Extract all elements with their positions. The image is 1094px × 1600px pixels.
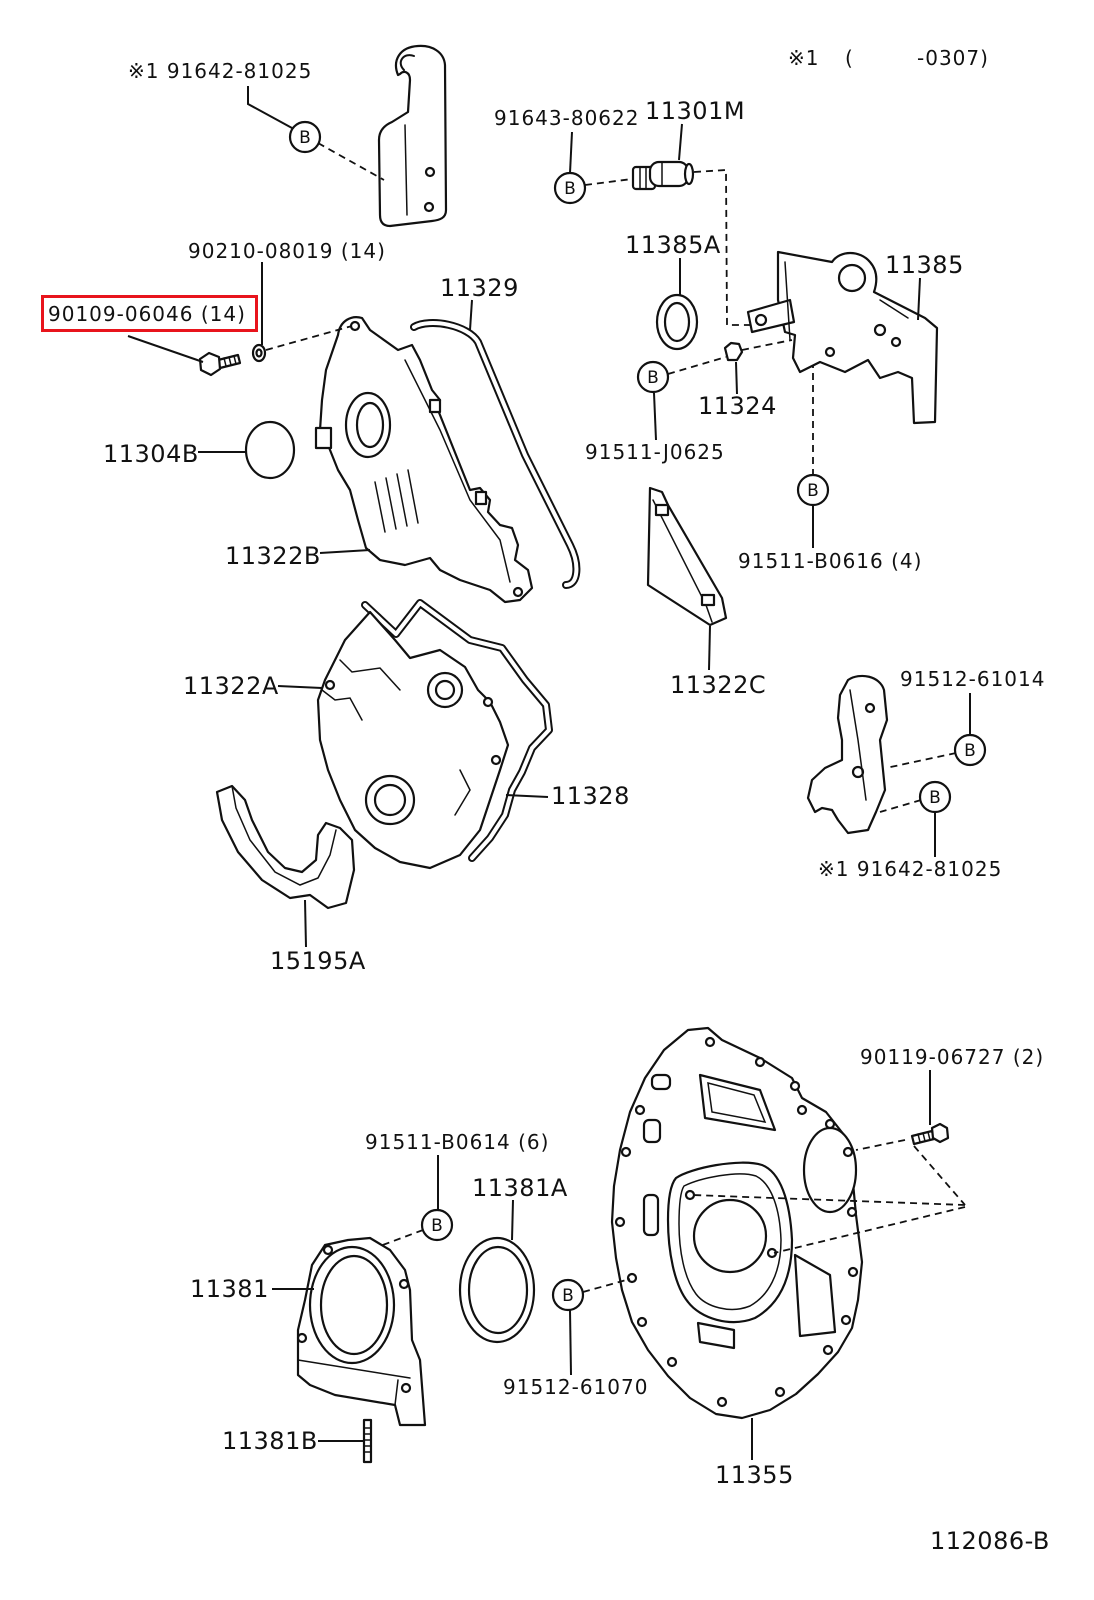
part-label-15195A[interactable]: 15195A <box>270 947 366 975</box>
part-drawing-11322A <box>316 610 510 870</box>
part-label-90119-06727[interactable]: 90119-06727 (2) <box>860 1045 1045 1069</box>
note-range-end: -0307) <box>917 46 989 70</box>
part-label-11322A[interactable]: 11322A <box>183 672 279 700</box>
part-label-91643-80622[interactable]: 91643-80622 <box>494 106 640 130</box>
svg-text:B: B <box>964 741 976 761</box>
part-label-91642-81025-lower[interactable]: ※1 91642-81025 <box>818 857 1003 881</box>
part-drawing-11301M <box>631 160 695 191</box>
part-drawing-11385A <box>655 293 699 351</box>
svg-text:B: B <box>431 1216 443 1236</box>
part-label-90109-06046[interactable]: 90109-06046 (14) <box>48 302 246 326</box>
svg-text:B: B <box>807 481 819 501</box>
part-label-11329[interactable]: 11329 <box>440 274 519 302</box>
part-drawing-top-bracket <box>377 44 448 228</box>
diagram-reference-code: 112086-B <box>930 1527 1050 1555</box>
svg-text:B: B <box>929 788 941 808</box>
part-label-91511-B0614[interactable]: 91511-B0614 (6) <box>365 1130 550 1154</box>
assembly-dashed-lines <box>265 142 966 1293</box>
highlight-box <box>41 295 258 332</box>
part-drawing-11322B <box>314 316 534 604</box>
part-label-91511-J0625[interactable]: 91511-J0625 <box>585 440 725 464</box>
part-label-91512-61014[interactable]: 91512-61014 <box>900 667 1046 691</box>
part-label-11322B[interactable]: 11322B <box>225 542 321 570</box>
fastener-marker-b: B <box>553 171 587 205</box>
note-open-paren: ( <box>845 46 854 70</box>
note-mark: ※1 <box>788 46 820 70</box>
part-drawing-11355 <box>610 1026 864 1420</box>
part-label-91511-B0616[interactable]: 91511-B0616 (4) <box>738 549 923 573</box>
part-label-11322C[interactable]: 11322C <box>670 671 767 699</box>
part-drawing-11324 <box>723 341 744 362</box>
svg-text:B: B <box>299 128 311 148</box>
part-drawing-90210-08019 <box>251 343 267 363</box>
svg-text:B: B <box>564 179 576 199</box>
fastener-marker-b: B <box>636 360 670 394</box>
part-label-11381[interactable]: 11381 <box>190 1275 269 1303</box>
part-label-11355[interactable]: 11355 <box>715 1461 794 1489</box>
part-drawing-11381A <box>458 1236 536 1344</box>
part-drawing-90109-06046 <box>198 351 242 377</box>
fastener-marker-b: B <box>796 473 830 507</box>
part-drawing-right-bracket <box>806 674 889 835</box>
fastener-marker-b: B <box>288 120 322 154</box>
fastener-marker-b: B <box>551 1278 585 1312</box>
part-drawing-11304B <box>244 420 296 480</box>
fastener-marker-b: B <box>420 1208 454 1242</box>
part-drawing-11385 <box>746 250 939 425</box>
part-label-11301M[interactable]: 11301M <box>645 97 746 125</box>
svg-text:B: B <box>647 368 659 388</box>
plate-bolt-holes <box>614 1036 859 1408</box>
part-drawing-11329 <box>410 319 581 589</box>
fastener-marker-b: B <box>918 780 952 814</box>
part-label-11324[interactable]: 11324 <box>698 392 777 420</box>
part-drawing-11322C <box>646 486 728 627</box>
part-label-91642-81025-top[interactable]: ※1 91642-81025 <box>128 59 313 83</box>
leader-lines <box>127 86 971 1460</box>
part-drawing-90119-06727 <box>910 1122 950 1146</box>
part-drawing-11381B <box>362 1418 373 1464</box>
part-label-90210-08019[interactable]: 90210-08019 (14) <box>188 239 386 263</box>
part-label-11385[interactable]: 11385 <box>885 251 964 279</box>
part-drawing-15195A <box>215 784 356 910</box>
part-label-11381A[interactable]: 11381A <box>472 1174 568 1202</box>
part-drawing-11328 <box>361 599 553 862</box>
part-drawing-11381 <box>296 1236 427 1427</box>
svg-text:B: B <box>562 1286 574 1306</box>
part-label-11385A[interactable]: 11385A <box>625 231 721 259</box>
part-label-91512-61070[interactable]: 91512-61070 <box>503 1375 649 1399</box>
fastener-marker-b: B <box>953 733 987 767</box>
part-label-11304B[interactable]: 11304B <box>103 440 199 468</box>
part-label-11328[interactable]: 11328 <box>551 782 630 810</box>
part-label-11381B[interactable]: 11381B <box>222 1427 318 1455</box>
